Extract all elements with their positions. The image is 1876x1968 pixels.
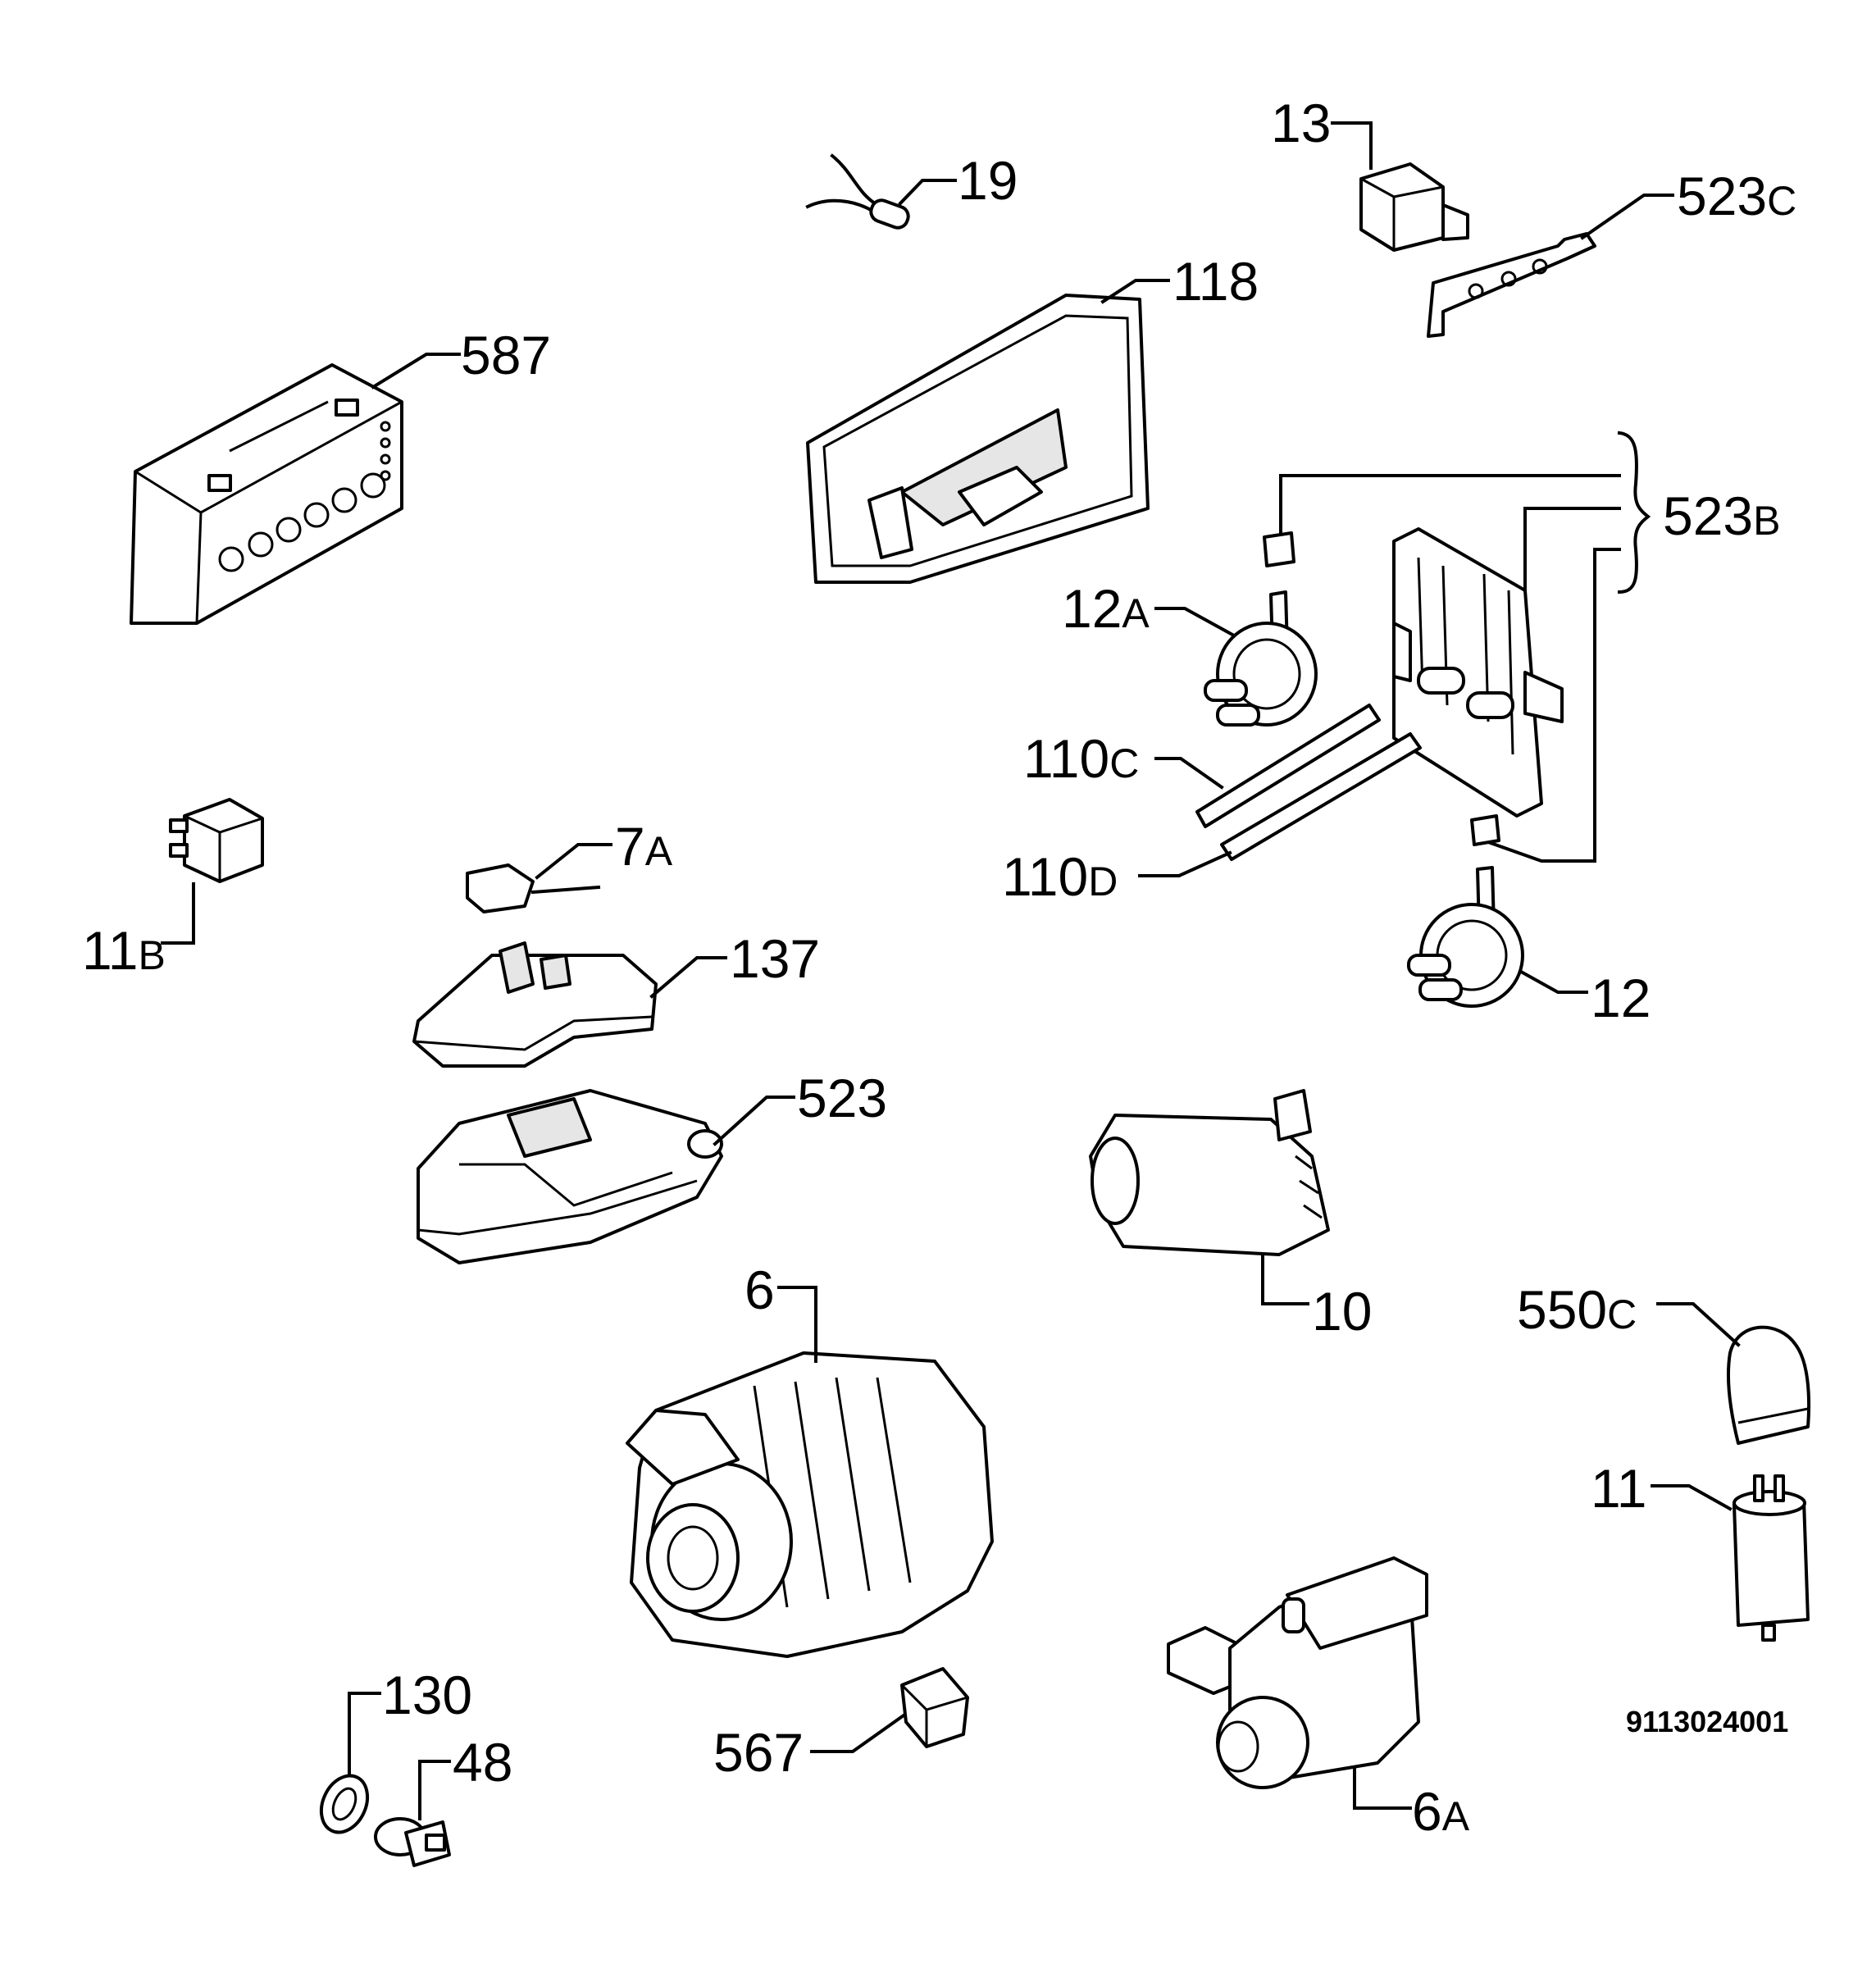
part-523b-pressure-chamber [1392,527,1564,818]
label-48: 48 [453,1732,512,1793]
label-7a: 7A [615,816,673,877]
part-7a-microswitch [466,863,601,913]
leader-567 [810,1713,906,1753]
part-19-sensor [805,153,910,230]
label-19: 19 [958,150,1018,211]
label-10: 10 [1312,1281,1372,1342]
label-6a: 6A [1412,1781,1470,1842]
part-6a-drain-pump [1167,1556,1428,1789]
part-48-plug [374,1817,451,1867]
label-550c: 550C [1517,1279,1637,1340]
leader-11b [161,882,195,945]
leader-6a [1353,1765,1412,1810]
part-567-clip [900,1667,969,1748]
label-137: 137 [730,928,820,989]
label-110d: 110D [1002,846,1118,907]
leader-523b-bot [1488,548,1621,863]
part-118-dispenser [806,294,1150,584]
leader-523 [713,1096,795,1146]
label-587: 587 [461,325,551,385]
part-11-capacitor [1733,1474,1810,1642]
label-118: 118 [1172,251,1259,312]
label-12: 12 [1591,968,1651,1028]
drawing-code: 9113024001 [1626,1705,1788,1738]
label-13: 13 [1271,93,1331,153]
leader-13 [1331,121,1373,170]
part-10-heater [1089,1089,1330,1256]
label-523b: 523B [1663,485,1780,546]
leader-130 [348,1692,381,1777]
leader-587 [371,353,461,390]
part-11b-relay [169,798,264,883]
part-587-control-module [130,363,403,625]
part-137-cover [412,941,658,1068]
leader-523c [1580,194,1674,240]
label-12a: 12A [1062,578,1150,639]
label-567: 567 [713,1722,804,1783]
leader-7a [535,843,612,880]
part-110c-hose [1195,704,1381,828]
leader-12a [1154,607,1236,638]
label-11b: 11B [82,920,166,981]
part-6-circulation-pump [626,1351,994,1658]
leader-10 [1261,1253,1309,1305]
leader-48 [418,1760,451,1820]
part-13-switch [1359,162,1469,252]
leader-12 [1519,969,1588,994]
label-523: 523 [797,1068,887,1128]
bracket-523b [1617,430,1651,594]
label-11: 11 [1591,1458,1647,1519]
part-550c-cap [1727,1325,1811,1445]
part-523b-nozzle-bottom [1470,814,1500,846]
part-12-pressure-switch [1407,866,1524,1008]
leader-110d [1138,850,1232,877]
leader-118 [1100,279,1170,304]
part-523-base-housing [417,1089,723,1264]
label-130: 130 [382,1665,472,1725]
leader-550c [1656,1302,1741,1347]
label-110c: 110C [1023,728,1139,789]
leader-11 [1651,1484,1733,1511]
label-6: 6 [744,1260,775,1320]
part-523b-nozzle-top [1263,531,1295,567]
part-523c-bracket [1427,232,1596,338]
leader-19 [898,179,957,206]
leader-137 [649,956,727,999]
leader-523b-top [1279,474,1621,535]
leader-523b-mid [1523,507,1621,592]
part-12a-pressure-switch [1204,590,1318,727]
label-523c: 523C [1677,166,1796,226]
part-130-seal-ring [319,1774,370,1834]
leader-6 [777,1286,817,1363]
leader-110c [1154,757,1224,790]
